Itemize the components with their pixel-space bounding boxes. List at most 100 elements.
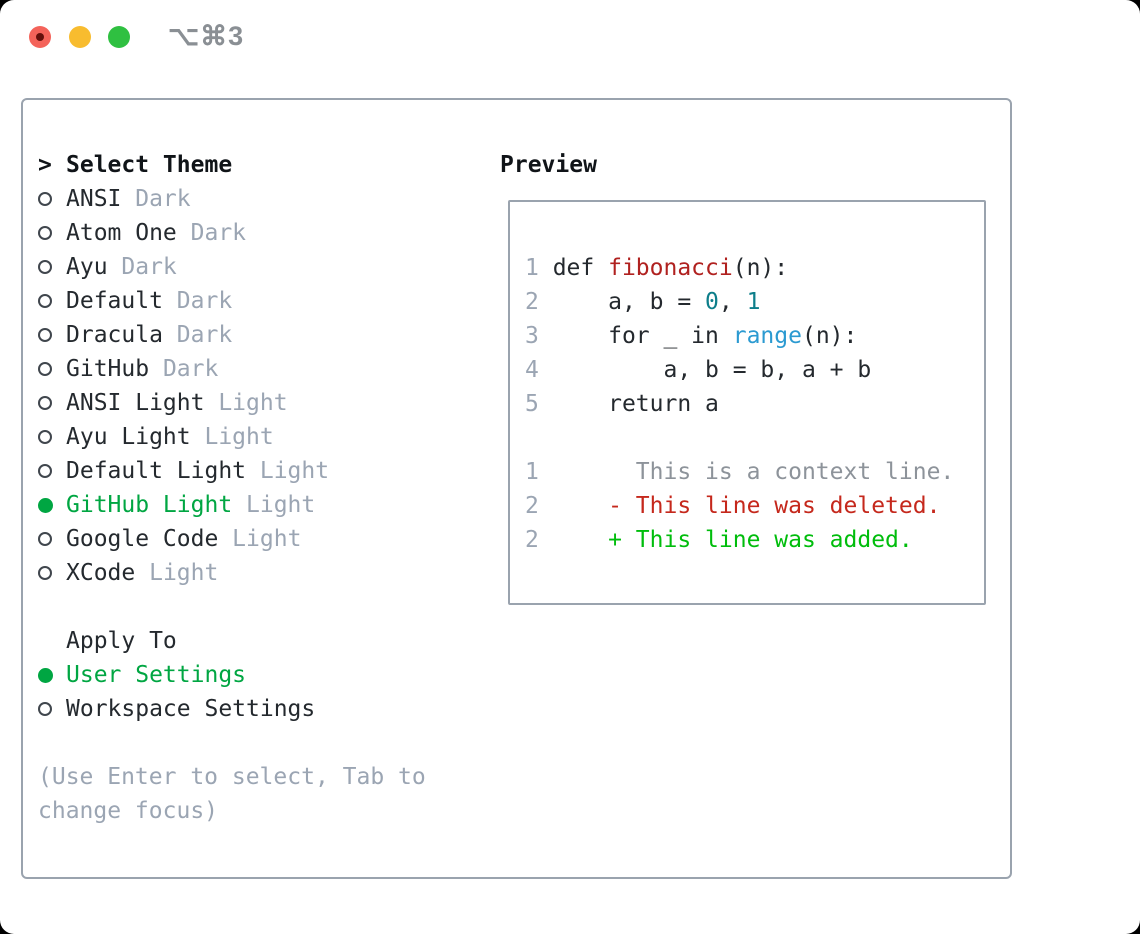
radio-icon — [38, 430, 66, 444]
theme-option[interactable]: ANSI Dark — [38, 182, 426, 216]
code-line: 1 This is a context line. — [525, 455, 954, 489]
theme-option-label: GitHub — [66, 356, 150, 382]
theme-variant-tag: Light — [246, 458, 330, 484]
prompt-marker: > — [38, 152, 66, 178]
theme-option-label: Google Code — [66, 526, 219, 552]
theme-option[interactable]: Google Code Light — [38, 522, 426, 556]
radio-circle — [38, 702, 52, 716]
code-segment: range — [732, 323, 802, 349]
theme-option[interactable]: XCode Light — [38, 556, 426, 590]
line-number: 5 — [525, 391, 553, 417]
code-line: 2 + This line was added. — [525, 523, 954, 557]
line-number: 1 — [525, 255, 553, 281]
line-number: 2 — [525, 527, 553, 553]
theme-variant-tag: Dark — [162, 322, 233, 348]
code-line — [525, 421, 954, 455]
theme-variant-tag: Dark — [162, 288, 233, 314]
radio-circle — [38, 396, 52, 410]
code-segment: (n): — [801, 323, 858, 349]
help-text: (Use Enter to select, Tab to change focus… — [38, 760, 426, 828]
radio-icon — [38, 464, 66, 478]
theme-variant-tag: Dark — [121, 186, 191, 212]
code-segment: (n): — [732, 255, 789, 281]
line-number: 1 — [525, 459, 553, 485]
theme-option-label: Dracula — [66, 322, 163, 348]
code-segment: 0 — [705, 289, 719, 315]
radio-circle — [38, 294, 52, 308]
theme-option[interactable]: Dracula Dark — [38, 318, 426, 352]
theme-variant-tag: Light — [218, 526, 302, 552]
code-line: 2 a, b = 0, 1 — [525, 285, 954, 319]
radio-circle — [38, 226, 52, 240]
theme-option-label: Default Light — [66, 458, 247, 484]
help-text-line: change focus) — [38, 798, 219, 824]
code-line: 1 def fibonacci(n): — [525, 251, 954, 285]
radio-icon — [38, 260, 66, 274]
theme-option-label: ANSI — [66, 186, 122, 212]
radio-circle — [38, 464, 52, 478]
zoom-button[interactable] — [108, 26, 130, 48]
theme-option[interactable]: GitHub Light Light — [38, 488, 426, 522]
apply-to-title: Apply To — [66, 628, 177, 654]
apply-option-label: User Settings — [66, 662, 247, 688]
radio-circle — [38, 430, 52, 444]
preview-title: Preview — [500, 152, 597, 178]
theme-variant-tag: Dark — [176, 220, 247, 246]
radio-circle — [38, 497, 53, 513]
code-segment: return a — [552, 391, 719, 417]
radio-icon — [38, 328, 66, 342]
code-segment: a, b = — [552, 289, 706, 315]
line-number: 3 — [525, 323, 553, 349]
code-line: 3 for _ in range(n): — [525, 319, 954, 353]
theme-option[interactable]: Ayu Dark — [38, 250, 426, 284]
theme-option[interactable]: Ayu Light Light — [38, 420, 426, 454]
theme-option-label: Atom One — [66, 220, 177, 246]
theme-option[interactable]: GitHub Dark — [38, 352, 426, 386]
theme-variant-tag: Dark — [149, 356, 219, 382]
line-number: 4 — [525, 357, 553, 383]
radio-circle — [38, 192, 52, 206]
theme-option-label: Ayu Light — [66, 424, 191, 450]
radio-selected-icon — [38, 497, 66, 513]
code-segment: This is a context line. — [552, 459, 955, 485]
apply-to-header: Apply To — [38, 624, 426, 658]
radio-circle — [38, 328, 52, 342]
code-segment: - This line was deleted. — [552, 493, 941, 519]
section-gap — [38, 590, 426, 624]
radio-circle — [38, 362, 52, 376]
apply-option[interactable]: User Settings — [38, 658, 426, 692]
theme-option-label: GitHub Light — [66, 492, 233, 518]
code-segment: 1 — [746, 289, 761, 315]
select-theme-title: Select Theme — [66, 152, 233, 178]
theme-option[interactable]: ANSI Light Light — [38, 386, 426, 420]
radio-icon — [38, 362, 66, 376]
apply-option-label: Workspace Settings — [66, 696, 316, 722]
code-segment: fibonacci — [608, 255, 733, 281]
code-segment: , — [718, 289, 747, 315]
theme-variant-tag: Light — [135, 560, 219, 586]
minimize-button[interactable] — [69, 26, 91, 48]
code-line: 5 return a — [525, 387, 954, 421]
radio-icon — [38, 294, 66, 308]
code-segment: def — [552, 255, 609, 281]
apply-option[interactable]: Workspace Settings — [38, 692, 426, 726]
select-theme-header: > Select Theme — [38, 148, 426, 182]
theme-variant-tag: Light — [190, 424, 274, 450]
help-text-line: (Use Enter to select, Tab to — [38, 764, 426, 790]
code-line: 2 - This line was deleted. — [525, 489, 954, 523]
radio-circle — [38, 566, 52, 580]
line-number: 2 — [525, 289, 553, 315]
theme-option[interactable]: Default Light Light — [38, 454, 426, 488]
close-button[interactable] — [29, 26, 51, 48]
theme-option[interactable]: Atom One Dark — [38, 216, 426, 250]
code-line: 4 a, b = b, a + b — [525, 353, 954, 387]
theme-option-label: Ayu — [66, 254, 108, 280]
code-segment: a, b = b, a + b — [552, 357, 872, 383]
close-button-dot-icon — [36, 33, 44, 41]
radio-icon — [38, 192, 66, 206]
theme-option[interactable]: Default Dark — [38, 284, 426, 318]
radio-circle — [38, 532, 52, 546]
